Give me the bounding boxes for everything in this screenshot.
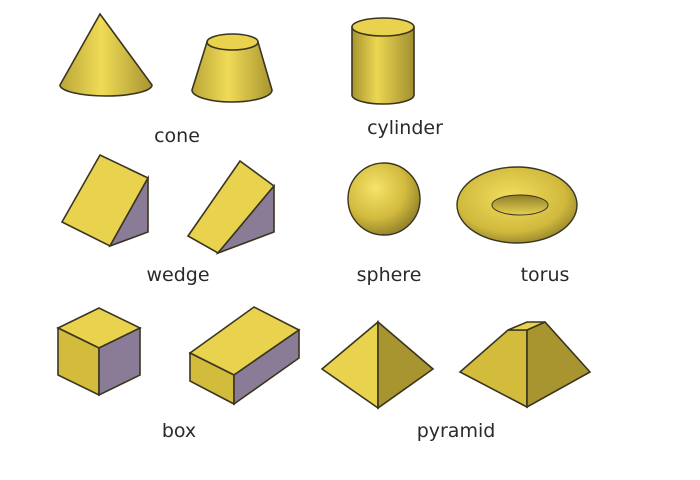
label-cone: cone [154, 125, 200, 147]
label-pyramid: pyramid [417, 420, 496, 442]
cylinder-shape [351, 17, 415, 105]
torus-shape [456, 166, 578, 244]
truncated-cone-shape [191, 33, 273, 103]
cube-shape [56, 307, 142, 397]
label-wedge: wedge [146, 264, 209, 286]
cone-shape [59, 12, 153, 97]
label-sphere: sphere [357, 264, 422, 286]
pyramid-shape [320, 320, 435, 410]
wedge-shape-1 [60, 153, 150, 248]
label-torus: torus [521, 264, 570, 286]
wedge-shape-2 [186, 159, 276, 255]
frustum-pyramid-shape [458, 321, 592, 409]
box-shape [188, 306, 301, 406]
label-box: box [162, 420, 196, 442]
sphere-shape [347, 162, 421, 236]
label-cylinder: cylinder [367, 117, 443, 139]
